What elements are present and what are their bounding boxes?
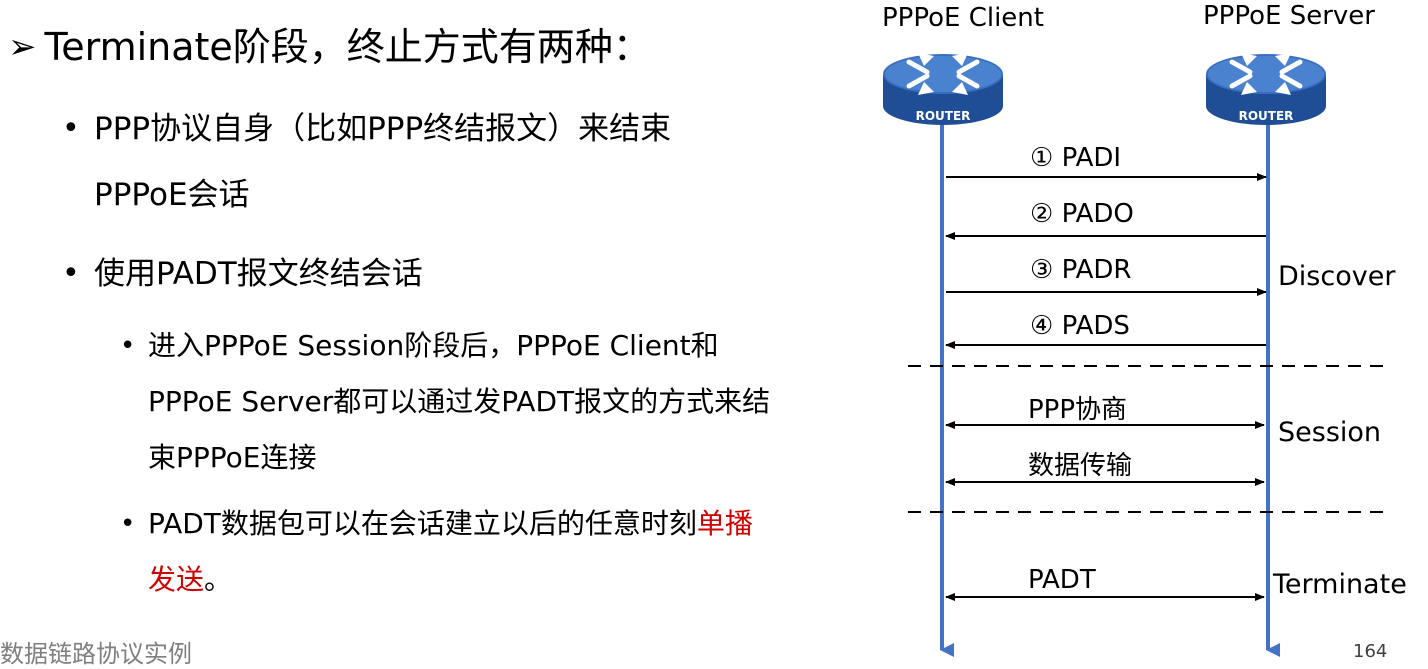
bullet-ppp-terminate: • PPP协议自身（比如PPP终结报文）来结束 PPPoE会话 <box>62 96 671 228</box>
message-label-padr: ③ PADR <box>1030 255 1131 285</box>
message-label-ppp-negotiation: PPP协商 <box>1028 395 1127 425</box>
client-router-icon: ROUTER <box>883 53 1003 125</box>
page-number: 164 <box>1353 641 1388 662</box>
bullet-padt-terminate: • 使用PADT报文终结会话 <box>62 241 423 307</box>
router-caption: ROUTER <box>1239 109 1294 123</box>
phase-label-discover: Discover <box>1278 261 1396 292</box>
heading-text: Terminate阶段，终止方式有两种： <box>44 25 651 69</box>
bullet-dot-icon: • <box>120 509 136 539</box>
client-label: PPPoE Client <box>882 3 1044 33</box>
subbullet-line: 进入PPPoE Session阶段后，PPPoE Client和 <box>148 329 719 362</box>
highlight-send: 发送 <box>148 563 205 596</box>
subbullet-session-padt: • 进入PPPoE Session阶段后，PPPoE Client和 PPPoE… <box>120 318 770 486</box>
message-label-padi: ① PADI <box>1030 143 1121 173</box>
message-label-pads: ④ PADS <box>1030 311 1130 341</box>
highlight-unicast: 单播 <box>696 507 753 540</box>
subbullet-line: PADT数据包可以在会话建立以后的任意时刻 <box>148 507 697 540</box>
bullet-line: PPPoE会话 <box>94 177 250 213</box>
server-router-icon: ROUTER <box>1206 53 1326 125</box>
slide-heading: ➢ Terminate阶段，终止方式有两种： <box>8 22 651 72</box>
message-label-data-transfer: 数据传输 <box>1028 451 1132 481</box>
subbullet-suffix: 。 <box>204 563 233 596</box>
message-label-pado: ② PADO <box>1030 199 1134 229</box>
bullet-dot-icon: • <box>62 256 80 291</box>
arrow-bullet-icon: ➢ <box>8 27 37 67</box>
bullet-dot-icon: • <box>120 331 136 361</box>
subbullet-line: 束PPPoE连接 <box>148 441 317 474</box>
bullet-line: 使用PADT报文终结会话 <box>94 256 423 292</box>
router-caption: ROUTER <box>916 109 971 123</box>
subbullet-padt-unicast: • PADT数据包可以在会话建立以后的任意时刻单播 发送。 <box>120 496 753 608</box>
message-label-padt: PADT <box>1028 565 1096 595</box>
phase-label-session: Session <box>1278 417 1381 448</box>
phase-label-terminate: Terminate <box>1272 569 1407 600</box>
bullet-line: PPP协议自身（比如PPP终结报文）来结束 <box>94 111 672 147</box>
bullet-dot-icon: • <box>62 111 80 146</box>
footer-title: 数据链路协议实例 <box>0 640 192 668</box>
server-label: PPPoE Server <box>1203 1 1375 31</box>
subbullet-line: PPPoE Server都可以通过发PADT报文的方式来结 <box>148 385 771 418</box>
